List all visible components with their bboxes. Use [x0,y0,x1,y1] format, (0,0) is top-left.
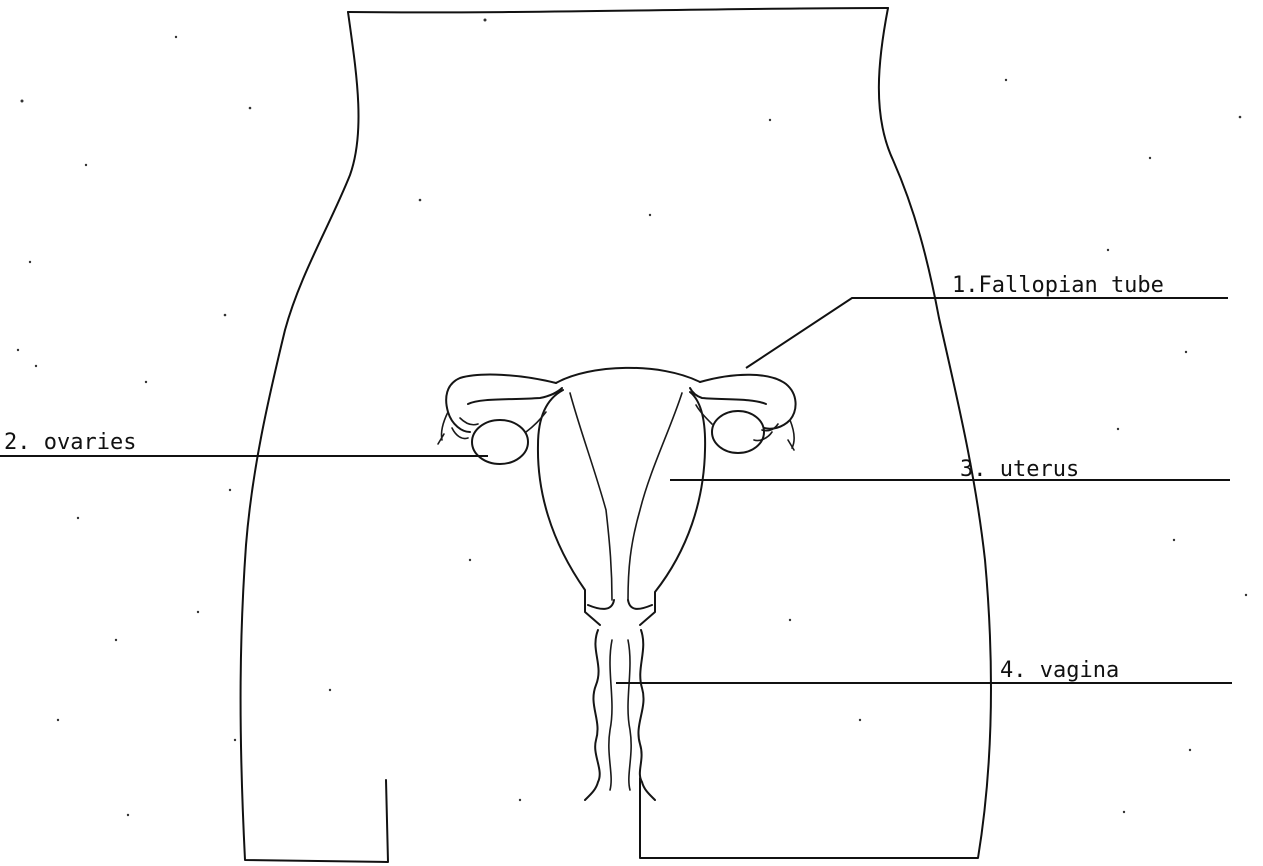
leader-fallopian-tube [746,298,1228,368]
cervix [588,600,652,609]
right-fimbriae [754,420,794,450]
uterine-cavity [570,393,682,600]
body-outline-right [640,8,991,858]
vagina-canal [585,630,655,800]
left-ovary [472,420,528,464]
left-ovarian-ligament [526,412,546,432]
label-uterus: 3. uterus [960,457,1079,482]
label-vagina: 4. vagina [1000,658,1119,683]
body-outline-top [348,8,888,12]
label-ovaries: 2. ovaries [4,430,136,455]
body-outline-left [241,12,388,862]
left-fallopian-tube [446,375,562,432]
right-fallopian-tube [690,375,796,429]
scan-noise [17,19,1247,817]
uterus-fundus [556,368,700,383]
right-ovary [712,411,764,453]
vagina-inner [609,640,631,790]
uterus-outline [538,390,705,625]
label-fallopian-tube: 1.Fallopian tube [952,273,1164,298]
